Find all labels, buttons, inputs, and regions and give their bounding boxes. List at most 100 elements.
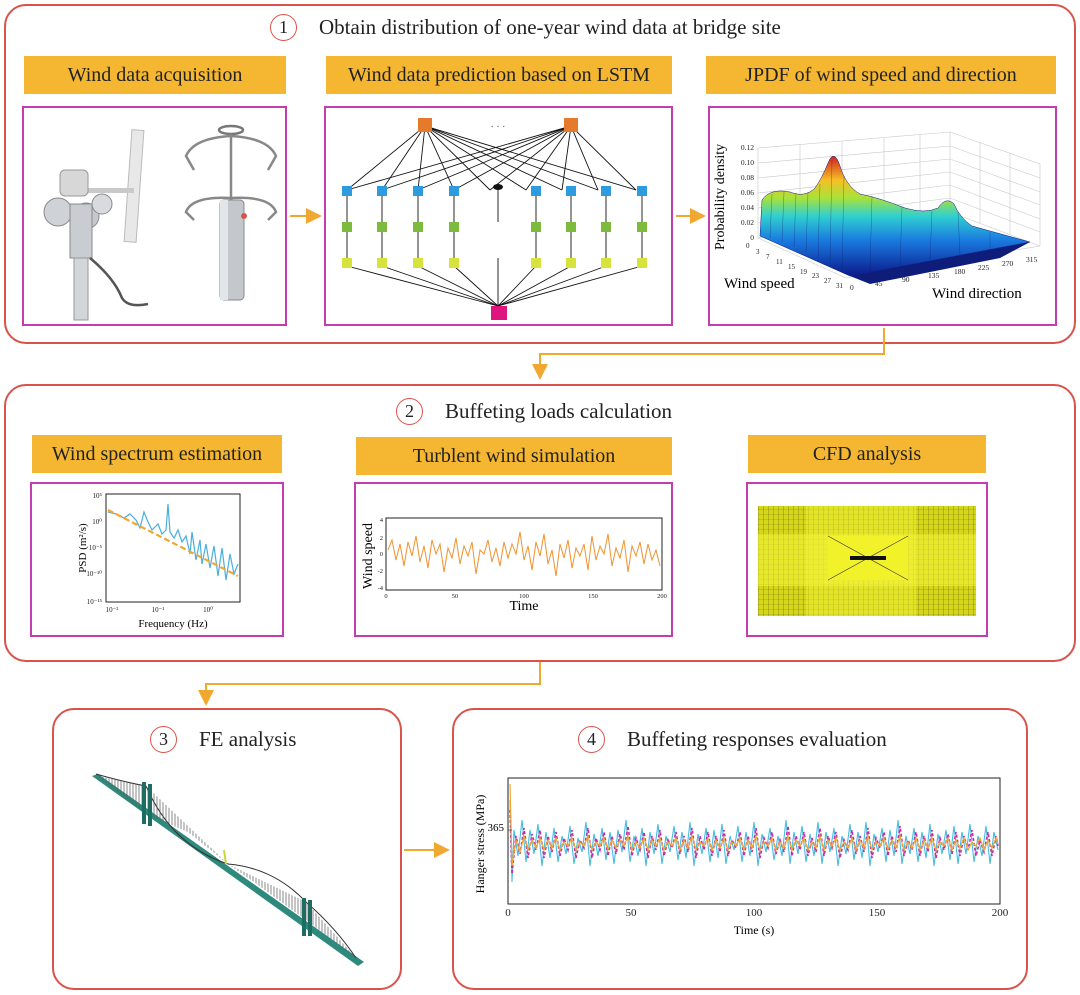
tick-label: 7: [766, 253, 770, 261]
tick-label: 90: [902, 275, 910, 284]
step3-box: [52, 708, 402, 990]
jpdf-z-label: Probability density: [713, 144, 728, 250]
step2-number: 2: [396, 398, 423, 425]
step2-title-text: Buffeting loads calculation: [445, 399, 673, 423]
lstm-connections: [346, 125, 643, 307]
output-node: [491, 306, 507, 320]
tick-label: 100: [746, 907, 763, 919]
psd-x-ticks: 10⁻² 10⁻¹ 10⁰: [106, 606, 213, 614]
tick-label: 4: [380, 517, 384, 524]
psd-y-ticks: 10⁵ 10⁰ 10⁻⁵ 10⁻¹⁰ 10⁻¹⁵: [86, 492, 102, 606]
lstm-network-panel: · · ·: [324, 106, 673, 326]
tick-label: 0.12: [741, 143, 754, 152]
tick-label: 315: [1026, 255, 1038, 264]
step4-title: 4 Buffeting responses evaluation: [578, 726, 887, 753]
cfd-mesh-image: [758, 506, 976, 616]
psd-chart: 10⁵ 10⁰ 10⁻⁵ 10⁻¹⁰ 10⁻¹⁵ 10⁻² 10⁻¹ 10⁰ F…: [77, 492, 241, 630]
tick-label: 23: [812, 272, 820, 280]
step3-title: 3 FE analysis: [150, 726, 296, 753]
step2-box: [4, 384, 1076, 662]
step3-number: 3: [150, 726, 177, 753]
tick-label: 2: [380, 535, 383, 542]
label-wind-spectrum: Wind spectrum estimation: [32, 435, 282, 473]
stress-axes: [507, 777, 1001, 905]
tick-label: 0.08: [741, 173, 754, 182]
tick-label: 0: [384, 593, 387, 600]
tick-label: 45: [875, 279, 883, 288]
jpdf-panel: 0 0.02 0.04 0.06 0.08 0.10 0.12 Probabil…: [708, 106, 1057, 326]
tick-label: 27: [824, 277, 832, 285]
tick-label: 10⁻²: [106, 606, 119, 614]
tick-label: 0: [850, 283, 854, 292]
psd-panel: 10⁵ 10⁰ 10⁻⁵ 10⁻¹⁰ 10⁻¹⁵ 10⁻² 10⁻¹ 10⁰ F…: [30, 482, 284, 637]
step3-title-text: FE analysis: [199, 727, 297, 751]
lstm-second-layer: [342, 222, 647, 232]
step1-number: 1: [270, 14, 297, 41]
turb-x-ticks: 0 50 100 150 200: [384, 593, 667, 600]
stress-line-blue: [509, 799, 999, 883]
tick-label: 10⁻¹: [152, 606, 165, 614]
label-wind-data-acquisition: Wind data acquisition: [24, 56, 286, 94]
jpdf-speed-label: Wind speed: [724, 276, 795, 292]
step1-title-text: Obtain distribution of one-year wind dat…: [319, 15, 781, 39]
step4-number: 4: [578, 726, 605, 753]
tick-label: 180: [954, 267, 966, 276]
step2-title: 2 Buffeting loads calculation: [396, 398, 672, 425]
arrow-down: [198, 662, 541, 706]
tick-label: 0: [750, 233, 754, 242]
tick-label: 10⁰: [92, 518, 102, 526]
step1-box: [4, 4, 1076, 344]
tick-label: 10⁻¹⁵: [87, 598, 103, 606]
turb-x-label: Time: [509, 599, 538, 614]
label-cfd: CFD analysis: [748, 435, 986, 473]
tick-label: 10⁻¹⁰: [86, 570, 102, 578]
step4-box: [452, 708, 1028, 990]
stress-x-label: Time (s): [734, 923, 775, 937]
tick-label: 0: [505, 907, 511, 919]
tick-label: 19: [800, 268, 808, 276]
psd-y-label: PSD (m²/s): [77, 523, 89, 573]
stress-line-orange: [509, 783, 999, 867]
tick-label: 50: [626, 907, 638, 919]
stress-y-tick: 365: [488, 822, 505, 834]
turbulent-wind-panel: 4 2 0 -2 -4 0 50 100 150 200 Time Wind s…: [354, 482, 673, 637]
tick-label: 200: [992, 907, 1009, 919]
tick-label: 11: [776, 258, 783, 266]
input-node: [564, 118, 578, 132]
tick-label: 10⁰: [203, 606, 213, 614]
tick-label: 0: [746, 242, 750, 250]
tick-label: 10⁻⁵: [89, 544, 103, 552]
lstm-network-diagram: · · ·: [342, 118, 647, 320]
label-jpdf: JPDF of wind speed and direction: [706, 56, 1056, 94]
lstm-ellipsis: · · ·: [491, 122, 506, 133]
tick-label: 150: [588, 593, 598, 600]
anemometer-panel: [22, 106, 287, 326]
jpdf-z-ticks: 0 0.02 0.04 0.06 0.08 0.10 0.12: [741, 143, 754, 242]
jpdf-speed-ticks: 0 3 7 11 15 19 23 27 31: [746, 242, 844, 290]
tick-label: 135: [928, 271, 940, 280]
tick-label: 0.02: [741, 218, 754, 227]
tick-label: 50: [452, 593, 459, 600]
tick-label: 225: [978, 263, 990, 272]
arrow-down: [532, 328, 885, 380]
tick-label: 100: [519, 593, 529, 600]
lstm-hidden-layer: [342, 186, 647, 196]
turb-wind-line: [387, 531, 661, 577]
psd-axes: [105, 493, 241, 603]
tick-label: 10⁵: [93, 492, 103, 500]
tick-label: 3: [756, 248, 760, 256]
cfd-panel: [746, 482, 988, 637]
psd-fit-line: [107, 509, 239, 577]
jpdf-surface-plot: 0 0.02 0.04 0.06 0.08 0.10 0.12 Probabil…: [713, 131, 1041, 302]
psd-measured-line: [107, 503, 239, 581]
label-wind-data-prediction: Wind data prediction based on LSTM: [326, 56, 672, 94]
stress-x-ticks: 0 50 100 150 200: [505, 907, 1009, 919]
stress-y-label: Hanger stress (MPa): [473, 795, 487, 894]
hanger-stress-chart: 365 0 50 100 150 200 Time (s) Hanger str…: [473, 777, 1009, 937]
tick-label: 0: [380, 551, 383, 558]
anemometer-illustration: [43, 124, 278, 321]
input-node: [418, 118, 432, 132]
tick-label: 270: [1002, 259, 1014, 268]
tick-label: 0.10: [741, 158, 754, 167]
